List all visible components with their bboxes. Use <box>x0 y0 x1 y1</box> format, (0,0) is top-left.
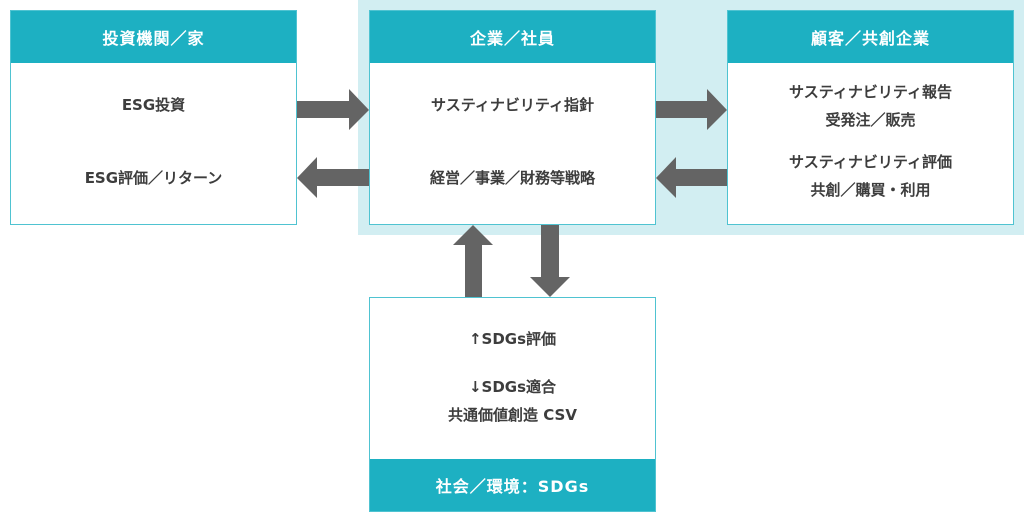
society-line-sdgs-compliance: ↓SDGs適合 <box>468 378 557 396</box>
customers-box: 顧客／共創企業 サスティナビリティ報告 受発注／販売 サスティナビリティ評価 共… <box>727 10 1014 225</box>
company-line-policy: サスティナビリティ指針 <box>431 96 594 114</box>
investors-line-esg-investment: ESG投資 <box>121 96 186 114</box>
customers-line-report: サスティナビリティ報告 <box>789 83 952 101</box>
society-line-csv: 共通価値創造 CSV <box>448 406 577 424</box>
customers-line-purchase: 共創／購買・利用 <box>810 181 931 199</box>
company-line-strategy: 経営／事業／財務等戦略 <box>429 169 595 187</box>
customers-line-orders: 受発注／販売 <box>825 111 916 129</box>
society-box: ↑SDGs評価 ↓SDGs適合 共通価値創造 CSV 社会／環境：SDGs <box>369 297 656 512</box>
society-footer: 社会／環境：SDGs <box>370 459 655 511</box>
company-box: 企業／社員 サスティナビリティ指針 経営／事業／財務等戦略 <box>369 10 656 225</box>
society-line-sdgs-evaluation: ↑SDGs評価 <box>468 330 557 348</box>
customers-line-evaluation: サスティナビリティ評価 <box>789 153 952 171</box>
company-to-society-arrow <box>530 225 570 297</box>
investors-line-esg-evaluation: ESG評価／リターン <box>84 169 223 187</box>
society-to-company-arrow <box>453 225 493 297</box>
investors-box: 投資機関／家 ESG投資 ESG評価／リターン <box>10 10 297 225</box>
customers-header: 顧客／共創企業 <box>728 11 1013 63</box>
company-header: 企業／社員 <box>370 11 655 63</box>
investors-header: 投資機関／家 <box>11 11 296 63</box>
